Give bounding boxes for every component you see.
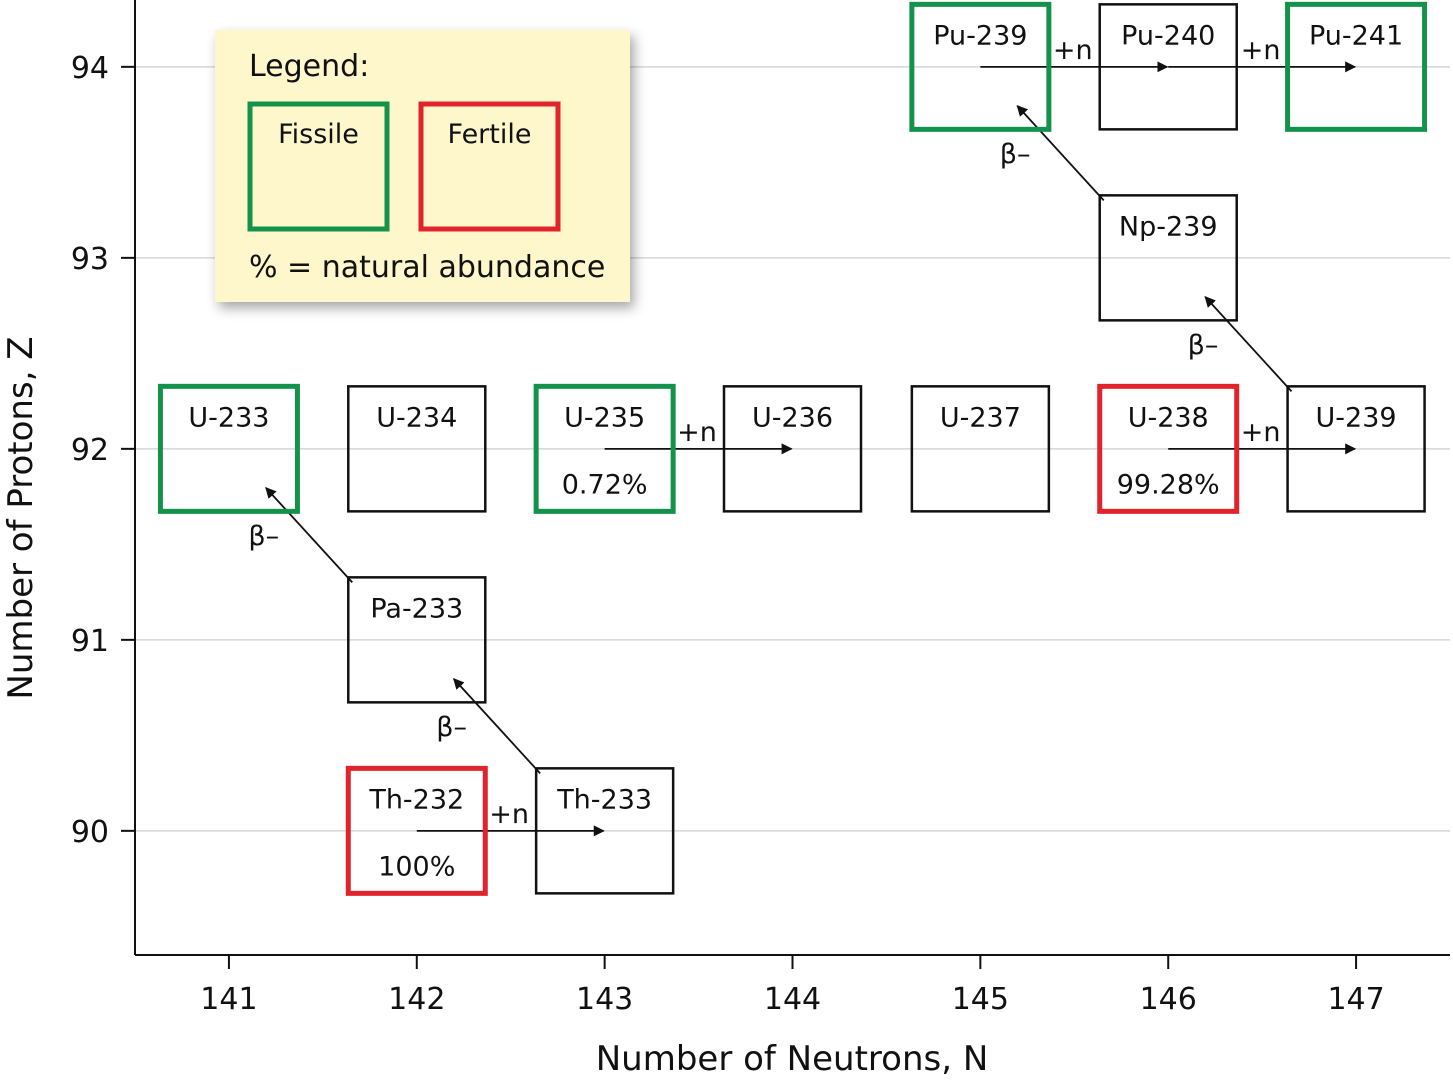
nuclide-name: Th-233 (556, 784, 652, 815)
nuclide-name: U-237 (940, 402, 1021, 433)
nuclide-name: U-233 (188, 402, 269, 433)
legend-fissile-label: Fissile (278, 119, 359, 150)
nuclide-box (1098, 3, 1238, 131)
nuclide-box (722, 385, 863, 513)
nuclide-box (1286, 385, 1426, 513)
beta-decay-arrow (453, 678, 541, 774)
neutron-capture-label: +n (677, 417, 717, 448)
legend-fertile-swatch (418, 101, 561, 232)
legend-title: Legend: (249, 49, 369, 84)
nuclide-name: Pa-233 (370, 593, 463, 624)
nuclide-box (910, 385, 1051, 513)
x-tick-label: 142 (388, 982, 445, 1017)
axes: 90 91 92 93 94 141 142 143 144 145 146 147 (71, 0, 1450, 1017)
nuclide-abundance: 0.72% (562, 469, 648, 500)
nuclide-name: Np-239 (1119, 211, 1218, 242)
nuclide-name: Th-232 (368, 784, 464, 815)
nuclide-name: Pu-240 (1121, 20, 1215, 51)
x-tick-label: 146 (1140, 982, 1197, 1017)
beta-decay-arrow (265, 487, 353, 583)
beta-decay-label: β– (248, 521, 279, 552)
nuclide-box (345, 765, 488, 896)
nuclide-boxes: Th-232 100% Th-233 Pa-233 U-233 U-234 U-235 0.7… (157, 1, 1428, 896)
beta-decay-arrow (1016, 105, 1105, 201)
transition-arrows: +n β– β– +n +n β– β– +n +n (248, 35, 1357, 837)
nuclide-box (157, 383, 300, 514)
legend-note: % = natural abundance (249, 250, 605, 285)
x-tick-label: 143 (576, 982, 633, 1017)
nuclide-name: U-239 (1316, 402, 1397, 433)
x-tick-label: 147 (1327, 982, 1384, 1017)
legend-fertile-label: Fertile (448, 119, 532, 150)
neutron-capture-label: +n (1241, 35, 1281, 66)
nuclide-name: Pu-241 (1309, 20, 1403, 51)
nuclide-box (909, 1, 1052, 132)
legend: Legend: Fissile Fertile % = natural abun… (215, 30, 630, 302)
nuclide-name: Pu-239 (933, 20, 1027, 51)
y-axis-title: Number of Protons, Z (1, 336, 41, 699)
beta-decay-label: β– (1188, 330, 1219, 361)
nuclide-box (1285, 1, 1428, 132)
x-axis-title: Number of Neutrons, N (596, 1039, 989, 1079)
y-tick-label: 92 (71, 433, 109, 468)
nuclide-name: U-236 (752, 402, 833, 433)
neutron-capture-label: +n (1053, 35, 1093, 66)
neutron-capture-label: +n (1241, 417, 1281, 448)
nuclide-name: U-234 (376, 402, 457, 433)
nuclide-box (347, 385, 487, 513)
x-tick-label: 145 (952, 982, 1009, 1017)
nuclide-abundance: 100% (378, 851, 455, 882)
nuclide-box (347, 576, 487, 704)
nuclide-box (1098, 194, 1238, 322)
neutron-capture-label: +n (489, 799, 529, 830)
x-tick-label: 144 (764, 982, 821, 1017)
legend-fissile-swatch (247, 101, 390, 232)
nuclide-box (534, 767, 675, 895)
x-tick-label: 141 (200, 982, 257, 1017)
nuclide-name: U-235 (564, 402, 645, 433)
nuclide-abundance: 99.28% (1117, 469, 1220, 500)
beta-decay-arrow (1204, 296, 1293, 392)
y-tick-label: 90 (71, 815, 109, 850)
y-tick-label: 91 (71, 624, 109, 659)
nuclide-box (533, 383, 676, 514)
beta-decay-label: β– (436, 712, 467, 743)
beta-decay-label: β– (1000, 139, 1031, 170)
y-tick-label: 93 (71, 242, 109, 277)
nuclide-box (1097, 383, 1240, 514)
y-tick-label: 94 (71, 51, 109, 86)
nuclide-name: U-238 (1128, 402, 1209, 433)
